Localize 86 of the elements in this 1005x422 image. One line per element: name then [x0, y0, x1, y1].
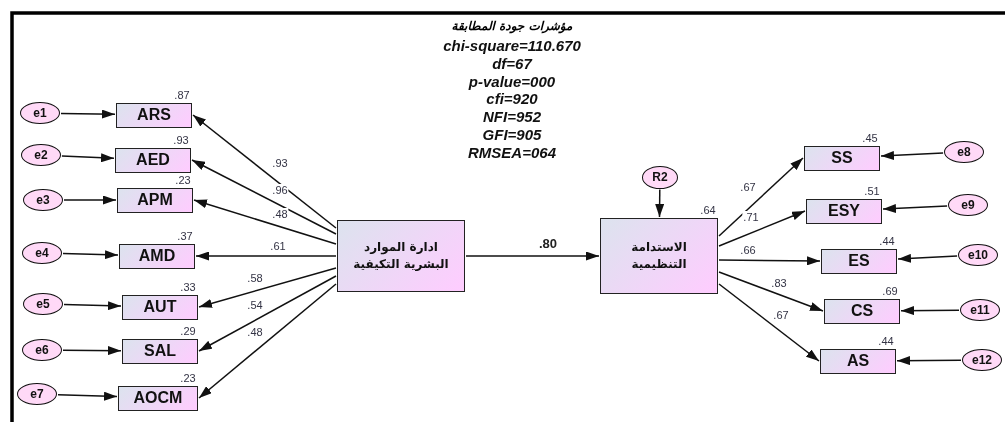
- arrow: [718, 157, 804, 237]
- arrow: [655, 188, 665, 218]
- edge-label: .67: [772, 309, 790, 321]
- variable-box: AS: [820, 348, 896, 374]
- edge-label: .61: [269, 240, 287, 252]
- variable-box: SAL: [122, 338, 198, 364]
- fit-index: p-value=000: [468, 72, 556, 90]
- arrow: [61, 153, 115, 163]
- arrow: [192, 114, 337, 229]
- error-ellipse: e8: [944, 141, 984, 163]
- fit-index: cfi=920: [486, 89, 538, 107]
- squared-correlation: .44: [878, 334, 894, 347]
- squared-correlation: .23: [175, 173, 191, 186]
- arrow: [896, 356, 962, 366]
- arrow: [718, 210, 806, 247]
- squared-correlation: .64: [700, 204, 716, 216]
- variable-box: AOCM: [118, 385, 198, 411]
- edge-label: .48: [271, 208, 289, 220]
- arrow: [198, 267, 337, 308]
- error-ellipse: e6: [22, 339, 62, 361]
- edge-label: .58: [246, 272, 264, 284]
- variable-box: AMD: [119, 243, 195, 269]
- squared-correlation: .33: [180, 280, 196, 293]
- error-ellipse: e12: [962, 349, 1002, 371]
- edge-label: .71: [742, 211, 760, 223]
- error-ellipse: e7: [17, 383, 57, 405]
- fit-index: GFI=905: [482, 125, 542, 143]
- variable-box: APM: [117, 187, 193, 213]
- error-ellipse: e4: [22, 242, 62, 264]
- edge-label: .93: [271, 157, 289, 169]
- variable-box: ESY: [806, 198, 882, 224]
- fit-index: RMSEA=064: [468, 143, 556, 161]
- edge-label: .67: [739, 181, 757, 193]
- heading: مؤشرات جودة المطابقة: [451, 19, 573, 33]
- squared-correlation: .93: [173, 133, 189, 146]
- edge-label: .96: [271, 184, 289, 196]
- squared-correlation: .44: [879, 234, 895, 247]
- variable-box: CS: [824, 298, 900, 324]
- arrow: [191, 159, 337, 235]
- error-ellipse: e10: [958, 244, 998, 266]
- variable-box: AUT: [122, 294, 198, 320]
- arrow: [57, 391, 118, 401]
- arrow: [897, 253, 958, 263]
- arrow: [62, 250, 119, 260]
- squared-correlation: .37: [177, 229, 193, 242]
- squared-correlation: .29: [180, 324, 196, 337]
- squared-correlation: .69: [882, 284, 898, 297]
- squared-correlation: .87: [174, 88, 190, 101]
- edge-label: .54: [246, 299, 264, 311]
- arrow: [880, 150, 944, 160]
- fit-index: df=67: [492, 54, 532, 72]
- latent-box: الاستدامة التنظيمية: [600, 218, 718, 294]
- fit-index: chi-square=110.670: [443, 36, 581, 54]
- arrow: [63, 195, 117, 205]
- arrow: [718, 271, 824, 312]
- variable-box: ARS: [116, 102, 192, 128]
- fit-index: NFI=952: [483, 107, 541, 125]
- error-ellipse: R2: [642, 165, 678, 189]
- error-ellipse: e5: [23, 293, 63, 315]
- error-ellipse: e1: [20, 102, 60, 124]
- arrow: [195, 251, 337, 261]
- squared-correlation: .45: [862, 131, 878, 144]
- latent-box: ادارة الموارد البشرية التكيفية: [337, 220, 465, 292]
- edge-label: .83: [770, 277, 788, 289]
- arrow: [900, 306, 960, 316]
- error-ellipse: e11: [960, 299, 1000, 321]
- squared-correlation: .23: [180, 371, 196, 384]
- arrow: [718, 283, 820, 362]
- arrow: [465, 251, 600, 261]
- arrow: [62, 346, 122, 356]
- edge-label: .48: [246, 326, 264, 338]
- squared-correlation: .51: [864, 184, 880, 197]
- arrow: [63, 301, 122, 311]
- arrow: [193, 199, 337, 245]
- variable-box: SS: [804, 145, 880, 171]
- arrow: [882, 204, 948, 213]
- variable-box: AED: [115, 147, 191, 173]
- error-ellipse: e3: [23, 189, 63, 211]
- error-ellipse: e2: [21, 144, 61, 166]
- arrow: [718, 256, 821, 266]
- error-ellipse: e9: [948, 194, 988, 216]
- arrow: [198, 283, 337, 399]
- edge-label: .66: [739, 244, 757, 256]
- arrow: [198, 275, 337, 352]
- arrow: [60, 109, 116, 119]
- variable-box: ES: [821, 248, 897, 274]
